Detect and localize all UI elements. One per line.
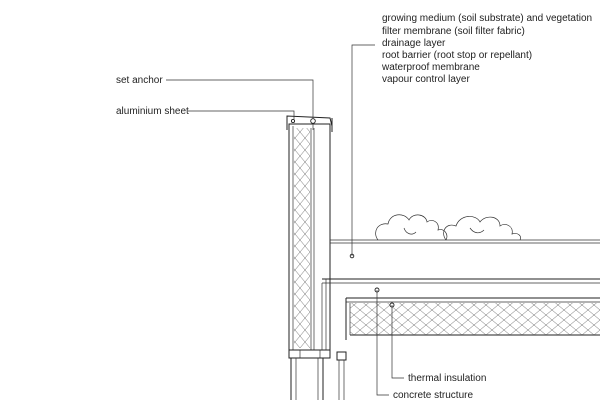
- vegetation-shrub-icon: [375, 214, 521, 241]
- aluminium-sheet-leader: [188, 110, 295, 119]
- green-roof-buildup: [321, 239, 600, 350]
- label-filter-membrane: filter membrane (soil filter fabric): [382, 26, 525, 37]
- concrete-structure-leader: [376, 290, 389, 396]
- aluminium-coping: [286, 115, 333, 132]
- wall-insulation-hatch: [294, 128, 310, 348]
- anchor-bolt: [310, 118, 316, 124]
- set-anchor-leader: [166, 79, 314, 119]
- label-concrete-structure: concrete structure: [393, 390, 473, 400]
- label-aluminium-sheet: aluminium sheet: [116, 106, 189, 117]
- label-waterproof-membrane: waterproof membrane: [381, 62, 480, 73]
- label-set-anchor: set anchor: [116, 75, 163, 86]
- label-growing-medium: growing medium (soil substrate) and vege…: [382, 13, 592, 24]
- layers-leader: [351, 44, 375, 256]
- roof-slab: [345, 287, 600, 340]
- slab-insulation-hatch: [350, 303, 600, 335]
- thermal-insulation-leader: [391, 305, 404, 379]
- leader-lines: [166, 44, 404, 396]
- parapet-wall: [288, 123, 347, 400]
- label-thermal-insulation: thermal insulation: [408, 373, 486, 384]
- layer-labels: growing medium (soil substrate) and vege…: [381, 13, 592, 85]
- label-root-barrier: root barrier (root stop or repellant): [382, 50, 532, 61]
- label-vapour-control: vapour control layer: [382, 74, 470, 85]
- label-drainage-layer: drainage layer: [382, 38, 446, 49]
